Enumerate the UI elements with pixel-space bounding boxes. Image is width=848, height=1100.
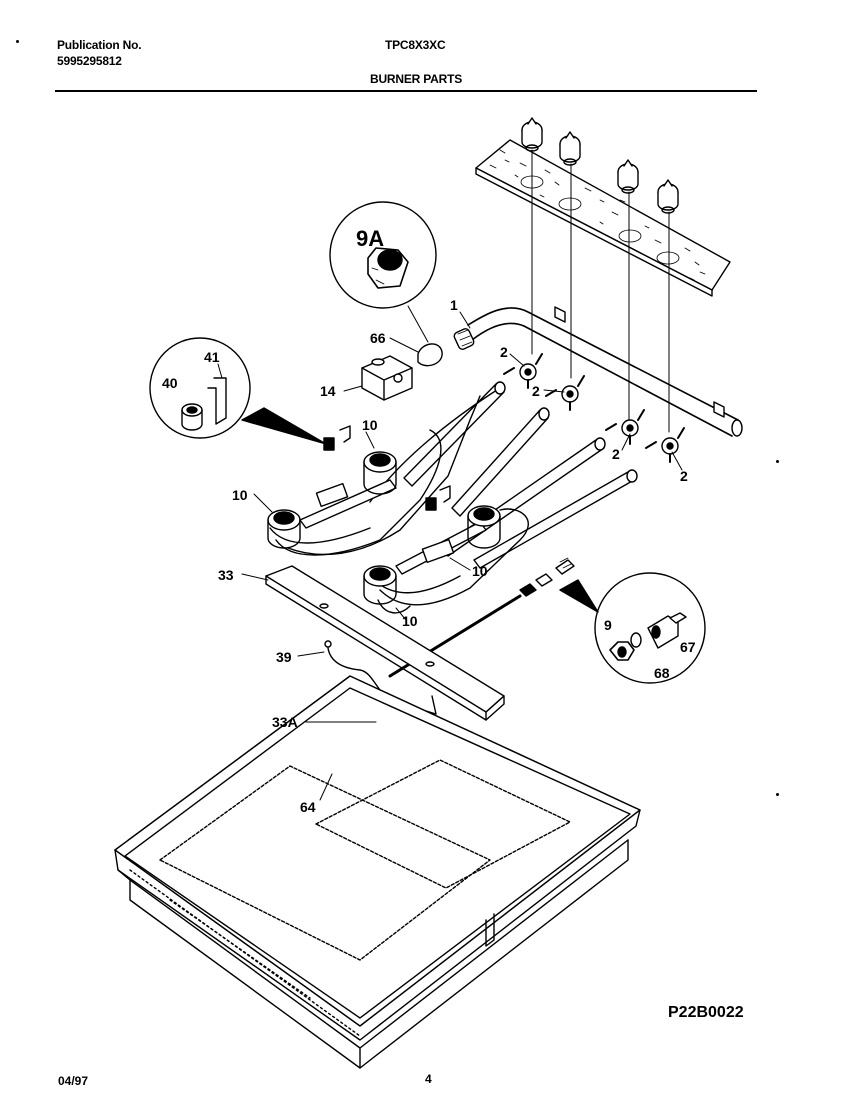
callout-2a: 2 — [500, 344, 508, 360]
page-number: 4 — [425, 1072, 432, 1086]
detail-circle-9-67-68 — [559, 572, 706, 684]
right-burner-assembly — [363, 505, 529, 614]
header-rule — [55, 90, 757, 92]
detail-circle-9A — [329, 201, 437, 343]
leader-lines — [217, 311, 683, 801]
margin-mark — [16, 40, 19, 43]
publication-number: 5995295812 — [57, 54, 122, 68]
callout-33A: 33A — [272, 714, 298, 730]
callout-10d: 10 — [402, 613, 418, 629]
callout-67: 67 — [680, 639, 696, 655]
callout-64: 64 — [300, 799, 316, 815]
callout-10c: 10 — [472, 563, 488, 579]
callout-1: 1 — [450, 297, 458, 313]
left-burner-assembly — [267, 395, 481, 556]
publication-label: Publication No. — [57, 38, 142, 52]
gas-line — [388, 557, 575, 678]
callout-9A: 9A — [356, 226, 384, 251]
margin-mark — [776, 793, 779, 796]
detail-circle-40-41 — [149, 337, 327, 445]
callout-66: 66 — [370, 330, 386, 346]
callout-2b: 2 — [532, 383, 540, 399]
callout-10b: 10 — [232, 487, 248, 503]
callout-14: 14 — [320, 383, 336, 399]
pressure-regulator — [361, 343, 443, 401]
callout-33: 33 — [218, 567, 234, 583]
margin-mark — [776, 460, 779, 463]
diagram-code: P22B0022 — [668, 1004, 744, 1021]
callout-9: 9 — [604, 617, 612, 633]
burner-valves — [503, 353, 685, 463]
control-knobs — [521, 117, 679, 214]
callout-41: 41 — [204, 349, 220, 365]
callout-10a: 10 — [362, 417, 378, 433]
control-panel-bracket — [475, 139, 731, 297]
cooktop-tray — [114, 675, 641, 1069]
section-title: BURNER PARTS — [370, 72, 463, 86]
manifold-pipe — [453, 306, 743, 437]
callout-68: 68 — [654, 665, 670, 681]
footer-date: 04/97 — [58, 1074, 89, 1088]
model-number: TPC8X3XC — [385, 38, 446, 52]
burner-tubes — [369, 381, 638, 569]
callout-40: 40 — [162, 375, 178, 391]
callout-39: 39 — [276, 649, 292, 665]
callout-2c: 2 — [612, 446, 620, 462]
callout-2d: 2 — [680, 468, 688, 484]
